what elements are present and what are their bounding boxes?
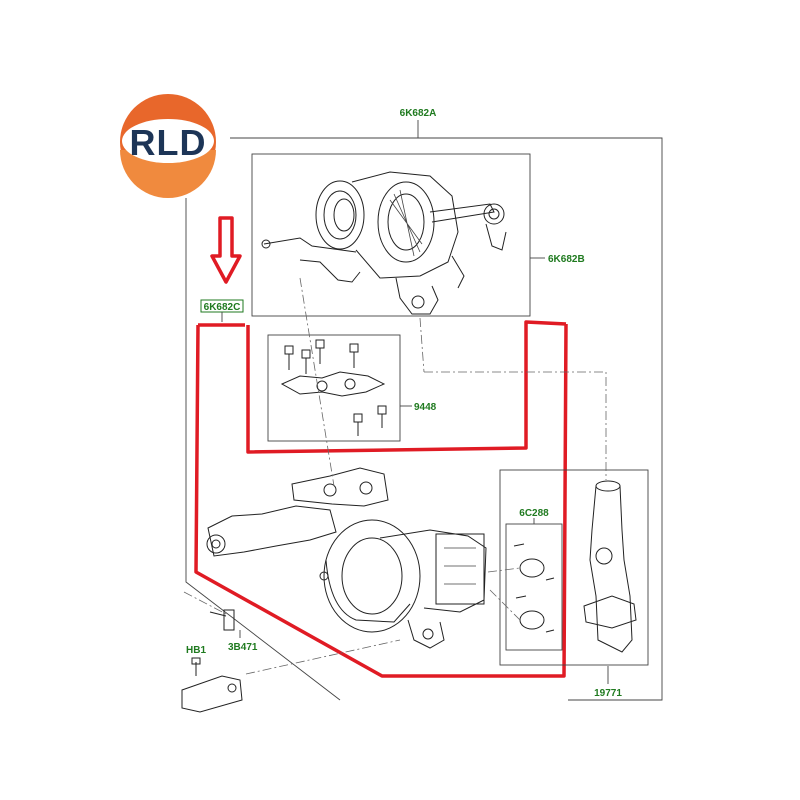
rld-logo: RLD xyxy=(120,94,216,198)
gasket-kit-frame xyxy=(267,334,401,442)
highlight-upper xyxy=(246,320,567,454)
label-6k682c: 6K682C xyxy=(204,302,241,313)
label-3b471: 3B471 xyxy=(228,642,258,653)
logo-text: RLD xyxy=(130,122,207,163)
turbocharger-drawing xyxy=(261,171,507,315)
assembly-frame xyxy=(230,137,663,701)
label-9448: 9448 xyxy=(414,402,437,413)
pipe-frame xyxy=(499,469,649,666)
turbocharger-frame xyxy=(251,153,531,317)
gasket-kit-drawing xyxy=(280,339,387,436)
red-down-arrow-icon xyxy=(210,216,242,284)
label-19771: 19771 xyxy=(594,688,622,699)
seal-kit-drawing xyxy=(513,543,555,633)
label-6c288: 6C288 xyxy=(519,508,549,519)
stud-drawing xyxy=(209,609,241,638)
manifold-turbo-drawing xyxy=(206,467,487,649)
outlet-pipe-drawing xyxy=(583,480,637,653)
seal-kit-frame xyxy=(505,523,563,651)
label-hb1: HB1 xyxy=(186,645,206,656)
label-6k682b: 6K682B xyxy=(548,254,585,265)
leader-lines xyxy=(183,277,607,675)
label-6k682a: 6K682A xyxy=(400,108,437,119)
bracket-drawing xyxy=(181,657,243,713)
highlight-main xyxy=(194,323,568,678)
